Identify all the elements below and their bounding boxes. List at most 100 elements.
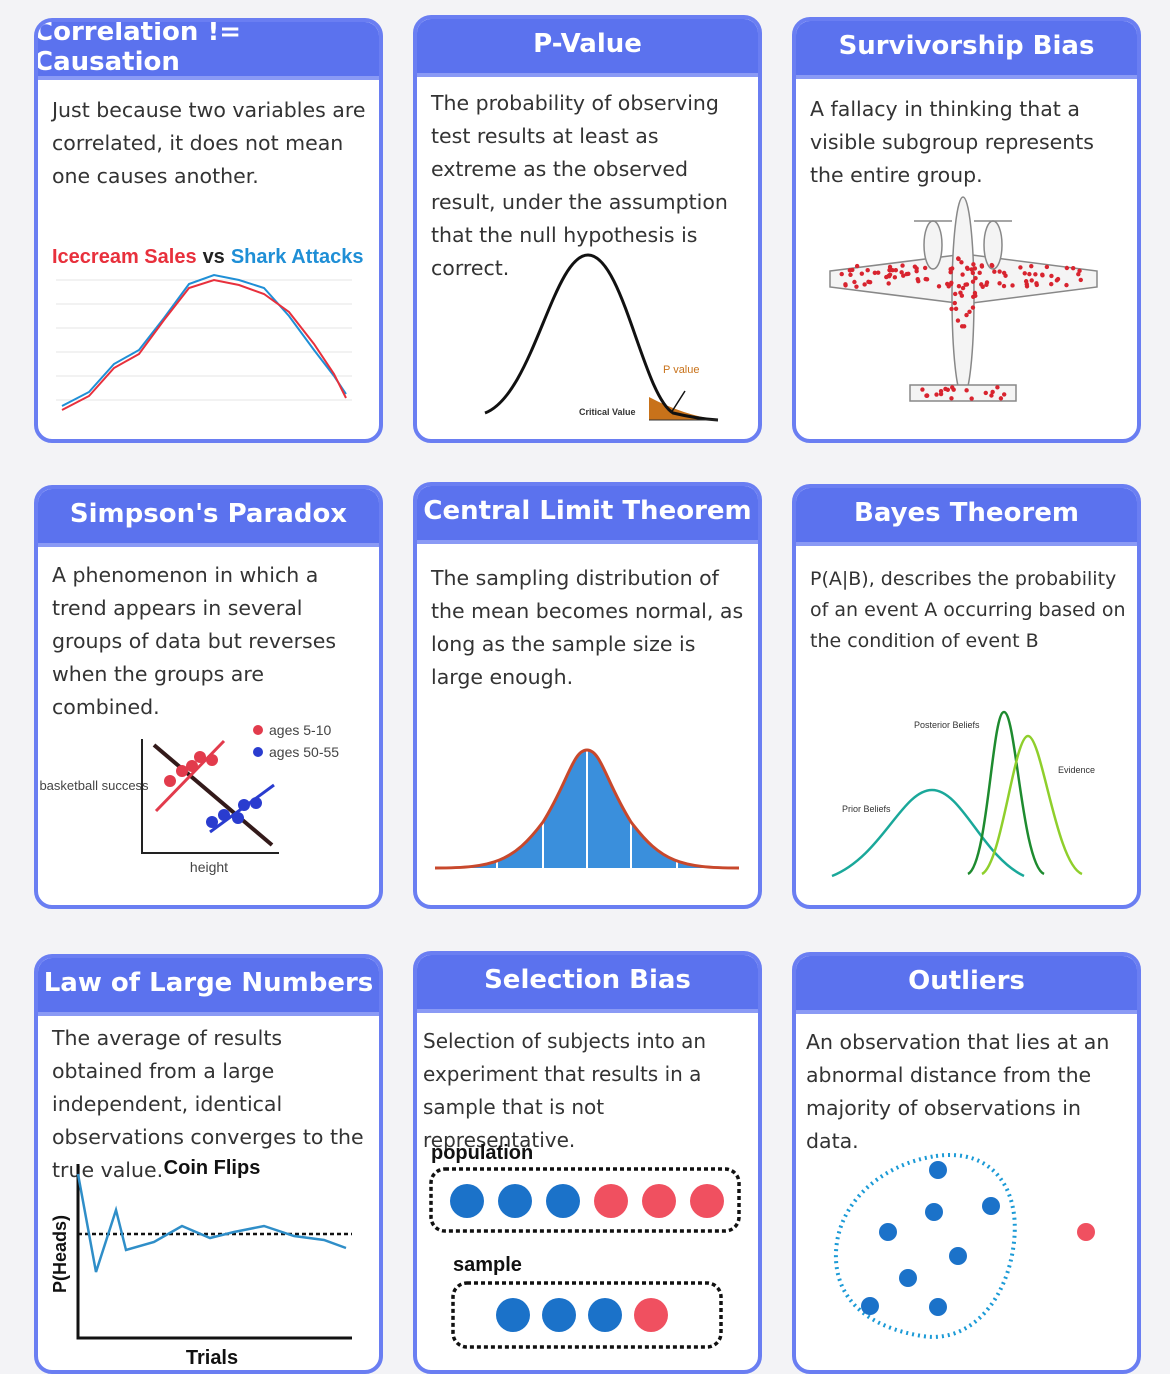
bullet-hole bbox=[992, 269, 997, 274]
bullet-hole bbox=[887, 272, 893, 277]
red-dot bbox=[690, 1184, 724, 1218]
critical-value-label: Critical Value bbox=[579, 407, 636, 417]
card-description: The probability of observing test result… bbox=[431, 91, 728, 280]
card-selection: Selection Bias Selection of subjects int… bbox=[413, 951, 762, 1374]
bullet-hole bbox=[1029, 278, 1034, 283]
blue-dot bbox=[450, 1184, 484, 1218]
card-description: P(A|B), describes the probability of an … bbox=[810, 568, 1126, 652]
outlier-dot bbox=[1077, 1223, 1095, 1241]
bullet-hole bbox=[955, 318, 961, 323]
bullet-hole bbox=[952, 300, 957, 306]
bullet-hole bbox=[1024, 284, 1030, 289]
bullet-hole bbox=[1049, 281, 1054, 287]
bullet-hole bbox=[900, 263, 905, 268]
bullet-hole bbox=[923, 276, 928, 282]
red-dot bbox=[642, 1184, 676, 1218]
outliers-chart bbox=[833, 1152, 1095, 1339]
bayes-chart: Posterior Beliefs Evidence Prior Beliefs bbox=[831, 710, 1095, 878]
bullet-hole bbox=[950, 266, 955, 271]
simpson-chart: ages 5-10 ages 50-55 basketball success … bbox=[39, 722, 339, 875]
legend-vs: vs bbox=[203, 246, 225, 268]
sample-label: sample bbox=[453, 1254, 522, 1276]
lln-title: Coin Flips bbox=[164, 1157, 261, 1179]
card-title: Central Limit Theorem bbox=[417, 486, 758, 540]
red-dot bbox=[594, 1184, 628, 1218]
bullet-hole bbox=[989, 393, 994, 398]
bullet-hole bbox=[971, 294, 976, 299]
bullet-hole bbox=[865, 268, 870, 273]
airplane-illustration bbox=[829, 196, 1098, 402]
bullet-hole bbox=[922, 265, 928, 271]
bullet-hole bbox=[972, 290, 978, 296]
bullet-hole bbox=[914, 268, 919, 274]
bullet-hole bbox=[1049, 273, 1054, 279]
bullet-hole bbox=[859, 271, 865, 276]
bullet-hole bbox=[972, 266, 978, 271]
bullet-hole bbox=[964, 388, 969, 393]
bullet-hole bbox=[970, 279, 976, 284]
bullet-hole bbox=[959, 260, 964, 265]
bullet-hole bbox=[892, 275, 898, 280]
shark-line bbox=[61, 273, 347, 407]
bullet-hole bbox=[983, 390, 988, 396]
red-dot bbox=[634, 1298, 668, 1332]
card-simpson: Simpson's Paradox A phenomenon in which … bbox=[34, 485, 383, 909]
card-title: Survivorship Bias bbox=[796, 21, 1137, 75]
card-title: Selection Bias bbox=[417, 955, 758, 1009]
bullet-hole bbox=[866, 279, 871, 285]
bullet-hole bbox=[963, 282, 968, 287]
bullet-hole bbox=[1027, 271, 1032, 277]
blue-dot bbox=[588, 1298, 622, 1332]
bullet-hole bbox=[848, 272, 853, 277]
bullet-hole bbox=[854, 263, 860, 269]
bullet-hole bbox=[997, 269, 1002, 274]
legend-icecream: Icecream Sales bbox=[52, 246, 197, 268]
card-title: Outliers bbox=[796, 956, 1137, 1010]
bullet-hole bbox=[893, 267, 899, 273]
bullet-hole bbox=[1001, 270, 1007, 276]
lln-chart: Coin Flips P(Heads) Trials bbox=[50, 1157, 352, 1369]
bullet-hole bbox=[969, 267, 974, 272]
coin-flip-line bbox=[76, 1173, 347, 1273]
p-value-tail bbox=[649, 397, 718, 420]
prior-label: Prior Beliefs bbox=[842, 804, 891, 814]
bullet-hole bbox=[995, 385, 1000, 390]
bullet-hole bbox=[953, 306, 959, 311]
bullet-hole bbox=[989, 262, 994, 268]
bullet-hole bbox=[1029, 263, 1034, 269]
card-description: A fallacy in thinking that a visible sub… bbox=[810, 97, 1094, 187]
bullet-hole bbox=[1064, 282, 1069, 288]
card-title: Simpson's Paradox bbox=[38, 489, 379, 543]
bullet-hole bbox=[843, 283, 848, 288]
bullet-hole bbox=[997, 281, 1002, 286]
card-description: Selection of subjects into an experiment… bbox=[423, 1029, 707, 1152]
pvalue-chart: P value Critical Value bbox=[484, 253, 719, 422]
xlabel-height: height bbox=[190, 859, 228, 875]
bullet-hole bbox=[953, 291, 958, 297]
bullet-hole bbox=[839, 271, 844, 277]
blue-dot bbox=[498, 1184, 532, 1218]
bullet-hole bbox=[1077, 268, 1082, 274]
card-title: Correlation != Causation bbox=[38, 22, 379, 77]
card-correlation: Correlation != Causation Just because tw… bbox=[34, 18, 383, 443]
bullet-hole bbox=[901, 273, 906, 278]
card-pvalue: P-Value The probability of observing tes… bbox=[413, 15, 762, 443]
bell-curve bbox=[484, 253, 719, 422]
bullet-hole bbox=[969, 396, 974, 401]
bullet-hole bbox=[979, 264, 985, 269]
blue-dot bbox=[542, 1298, 576, 1332]
bullet-hole bbox=[990, 389, 995, 395]
bullet-hole bbox=[1064, 265, 1070, 271]
bullet-hole bbox=[949, 396, 954, 401]
card-survivorship: Survivorship Bias A fallacy in thinking … bbox=[792, 17, 1141, 443]
bullet-hole bbox=[964, 312, 969, 318]
card-title: P-Value bbox=[417, 19, 758, 73]
bullet-hole bbox=[862, 282, 867, 287]
bullet-hole bbox=[1018, 265, 1023, 270]
bullet-hole bbox=[1078, 277, 1083, 283]
bullet-hole bbox=[948, 282, 954, 287]
bullet-hole bbox=[850, 267, 855, 273]
bullet-hole bbox=[886, 281, 891, 286]
bullet-hole bbox=[949, 306, 954, 312]
